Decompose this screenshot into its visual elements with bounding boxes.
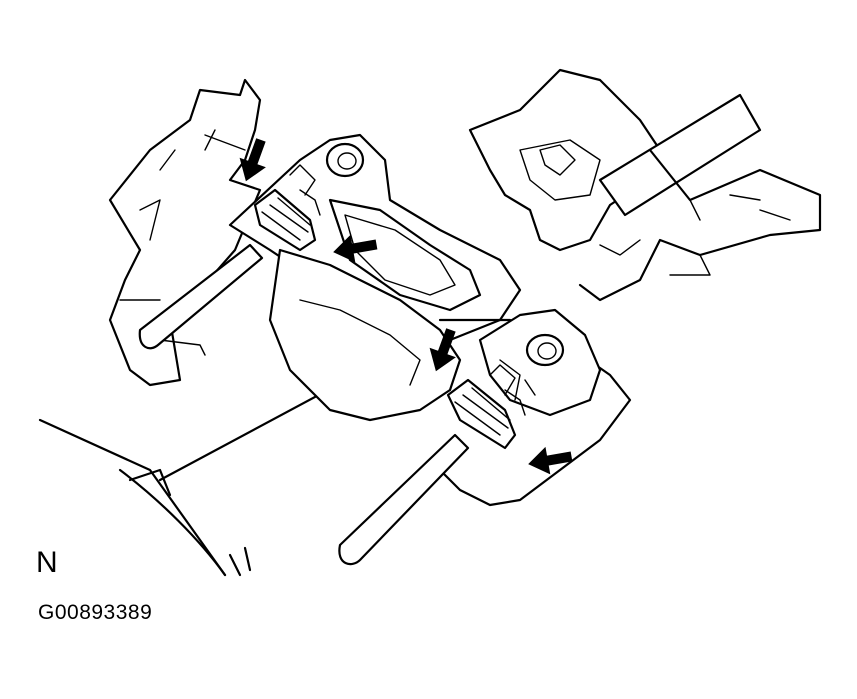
down-arrow-icon [429, 328, 456, 372]
view-label: N [36, 546, 58, 579]
right-shaft-assembly [468, 68, 822, 302]
figure-id: G00893389 [38, 601, 153, 624]
arrow-group [239, 138, 573, 475]
left-switch-housing [108, 78, 262, 387]
column-bracket [228, 133, 632, 507]
down-arrow-icon [239, 138, 266, 182]
left-arrow-icon [528, 446, 573, 475]
left-arrow-icon [333, 234, 378, 263]
left-lever-switch [138, 164, 321, 350]
right-switch-housing [478, 308, 602, 417]
right-lever-switch [338, 364, 526, 566]
